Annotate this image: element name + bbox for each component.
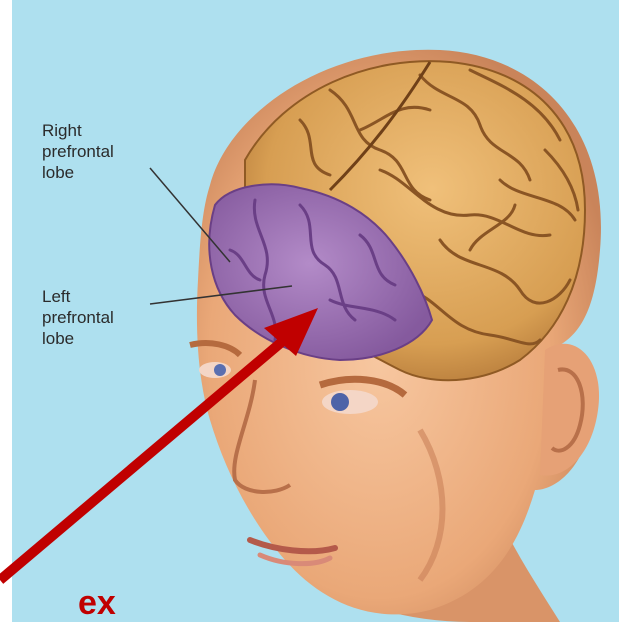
right-iris: [214, 364, 226, 376]
left-eye: [322, 390, 378, 414]
cortex-caption-fragment: ex: [78, 584, 116, 622]
left-iris: [331, 393, 349, 411]
left-white-margin: [0, 0, 12, 622]
right-prefrontal-lobe-label: Right prefrontal lobe: [42, 120, 114, 183]
left-prefrontal-lobe-label: Left prefrontal lobe: [42, 286, 114, 349]
